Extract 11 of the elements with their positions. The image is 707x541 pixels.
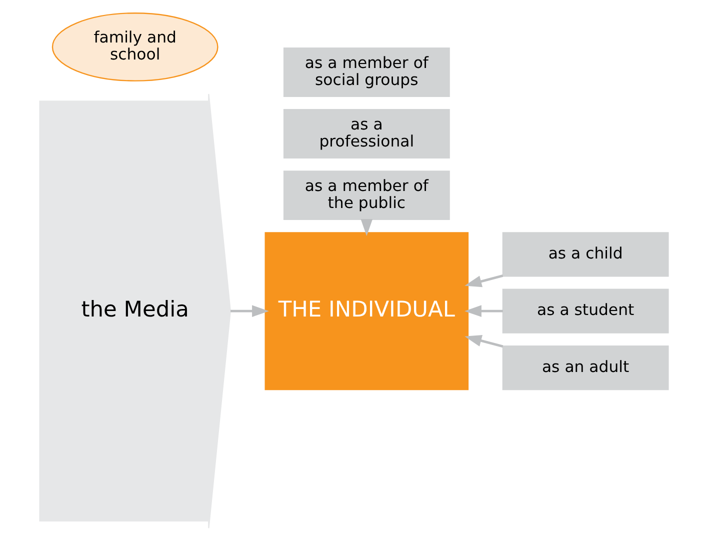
node-box: as a member of social groups	[282, 48, 450, 97]
node-box: as a child	[502, 232, 668, 277]
arrow	[464, 334, 503, 348]
node-box: as a professional	[282, 109, 450, 158]
node-box: as a student	[502, 288, 668, 334]
node-ellipse: family and school	[51, 12, 218, 82]
arrow	[230, 305, 268, 317]
arrow	[464, 305, 502, 317]
node-box: THE INDIVIDUAL	[264, 232, 468, 390]
arrow	[464, 274, 503, 288]
node-box: as an adult	[502, 345, 668, 390]
